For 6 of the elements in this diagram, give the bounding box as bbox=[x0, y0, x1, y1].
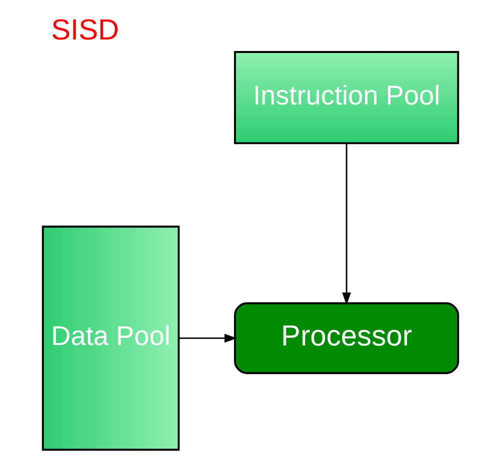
arrow bbox=[178, 334, 237, 343]
node-box: Data Pool bbox=[41, 226, 180, 451]
node-box: Instruction Pool bbox=[234, 51, 459, 144]
arrow bbox=[342, 143, 350, 306]
node-box: Processor bbox=[234, 302, 459, 374]
diagram-title: SISD bbox=[50, 14, 119, 46]
